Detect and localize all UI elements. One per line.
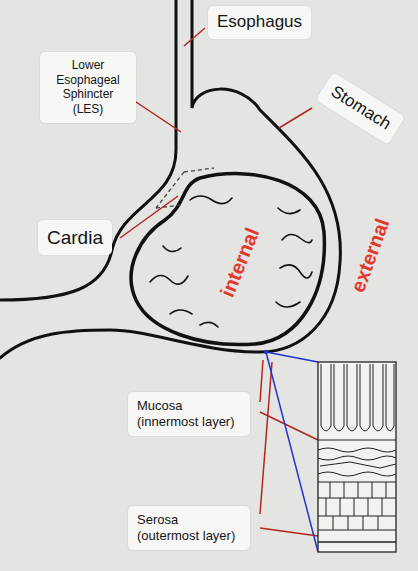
gastric-fold <box>150 196 312 327</box>
stomach-outline <box>0 0 340 358</box>
stomach-inner-wall <box>131 174 324 345</box>
region-label-box: Cardia <box>38 220 112 255</box>
wall-layer-inset <box>318 530 396 531</box>
stomach-outline <box>0 0 176 300</box>
wall-layer-inset <box>318 440 396 441</box>
wall-layer-inset <box>373 364 383 431</box>
leader-line <box>260 360 263 402</box>
magnifier-line <box>264 350 268 354</box>
region-word: internal <box>215 222 265 301</box>
wall-layer-inset <box>326 498 382 516</box>
leader-line <box>260 412 318 440</box>
leader-line <box>120 196 178 238</box>
label-text: Cardia <box>47 226 103 249</box>
gastric-fold <box>200 322 218 327</box>
cardia-region <box>156 205 182 208</box>
gastric-fold <box>276 302 300 307</box>
label-text: Mucosa (innermost layer) <box>137 398 241 430</box>
leader-line <box>133 100 181 132</box>
label-text: Lower Esophageal Sphincter (LES) <box>49 58 127 117</box>
wall-layer-inset <box>334 364 344 431</box>
wall-layer-inset <box>320 462 396 468</box>
organ-label-box: Lower Esophageal Sphincter (LES) <box>40 52 136 123</box>
magnifier-line <box>264 350 318 552</box>
wall-layer-inset <box>333 516 378 530</box>
gastric-fold <box>150 275 188 284</box>
wall-layer-inset <box>321 364 331 431</box>
wall-layer-inset <box>318 472 396 476</box>
label-text: Serosa (outermost layer) <box>137 512 241 544</box>
gastric-fold <box>163 246 181 252</box>
cardia-region <box>184 168 214 172</box>
magnifier-line <box>266 352 318 362</box>
region-word: external <box>345 213 394 297</box>
wall-layer-inset <box>347 364 357 431</box>
stomach-outline <box>0 0 340 358</box>
gastric-fold <box>282 234 312 242</box>
leader-line <box>260 528 318 536</box>
leader-line <box>279 108 312 128</box>
cardia-region <box>156 168 214 208</box>
wall-layer-inset <box>386 364 394 431</box>
wall-layer-inset <box>318 448 396 452</box>
wall-layer-inset <box>318 516 396 517</box>
wall-layer-inset <box>318 456 396 460</box>
leader-line <box>120 28 318 536</box>
gastric-fold <box>278 208 300 214</box>
gastric-fold <box>170 310 192 314</box>
gastric-fold <box>190 196 232 204</box>
label-text: Esophagus <box>217 12 302 33</box>
gastric-fold <box>280 265 312 278</box>
wall-layer-inset <box>318 362 396 552</box>
leader-line <box>260 362 272 514</box>
wall-layer-inset <box>360 364 370 431</box>
wall-layer-inset <box>318 362 396 552</box>
layer-label-box: Mucosa (innermost layer) <box>128 392 250 436</box>
wall-layer-inset <box>318 541 396 543</box>
leader-line <box>184 28 205 46</box>
label-text: Stomach <box>327 82 395 135</box>
organ-label-box: Esophagus <box>208 6 311 39</box>
wall-layer-inset <box>330 482 386 498</box>
layer-label-box: Serosa (outermost layer) <box>128 506 250 550</box>
stomach-inner-wall <box>131 174 324 345</box>
organ-label-box: Stomach <box>316 72 406 145</box>
magnifier-line <box>266 352 318 552</box>
